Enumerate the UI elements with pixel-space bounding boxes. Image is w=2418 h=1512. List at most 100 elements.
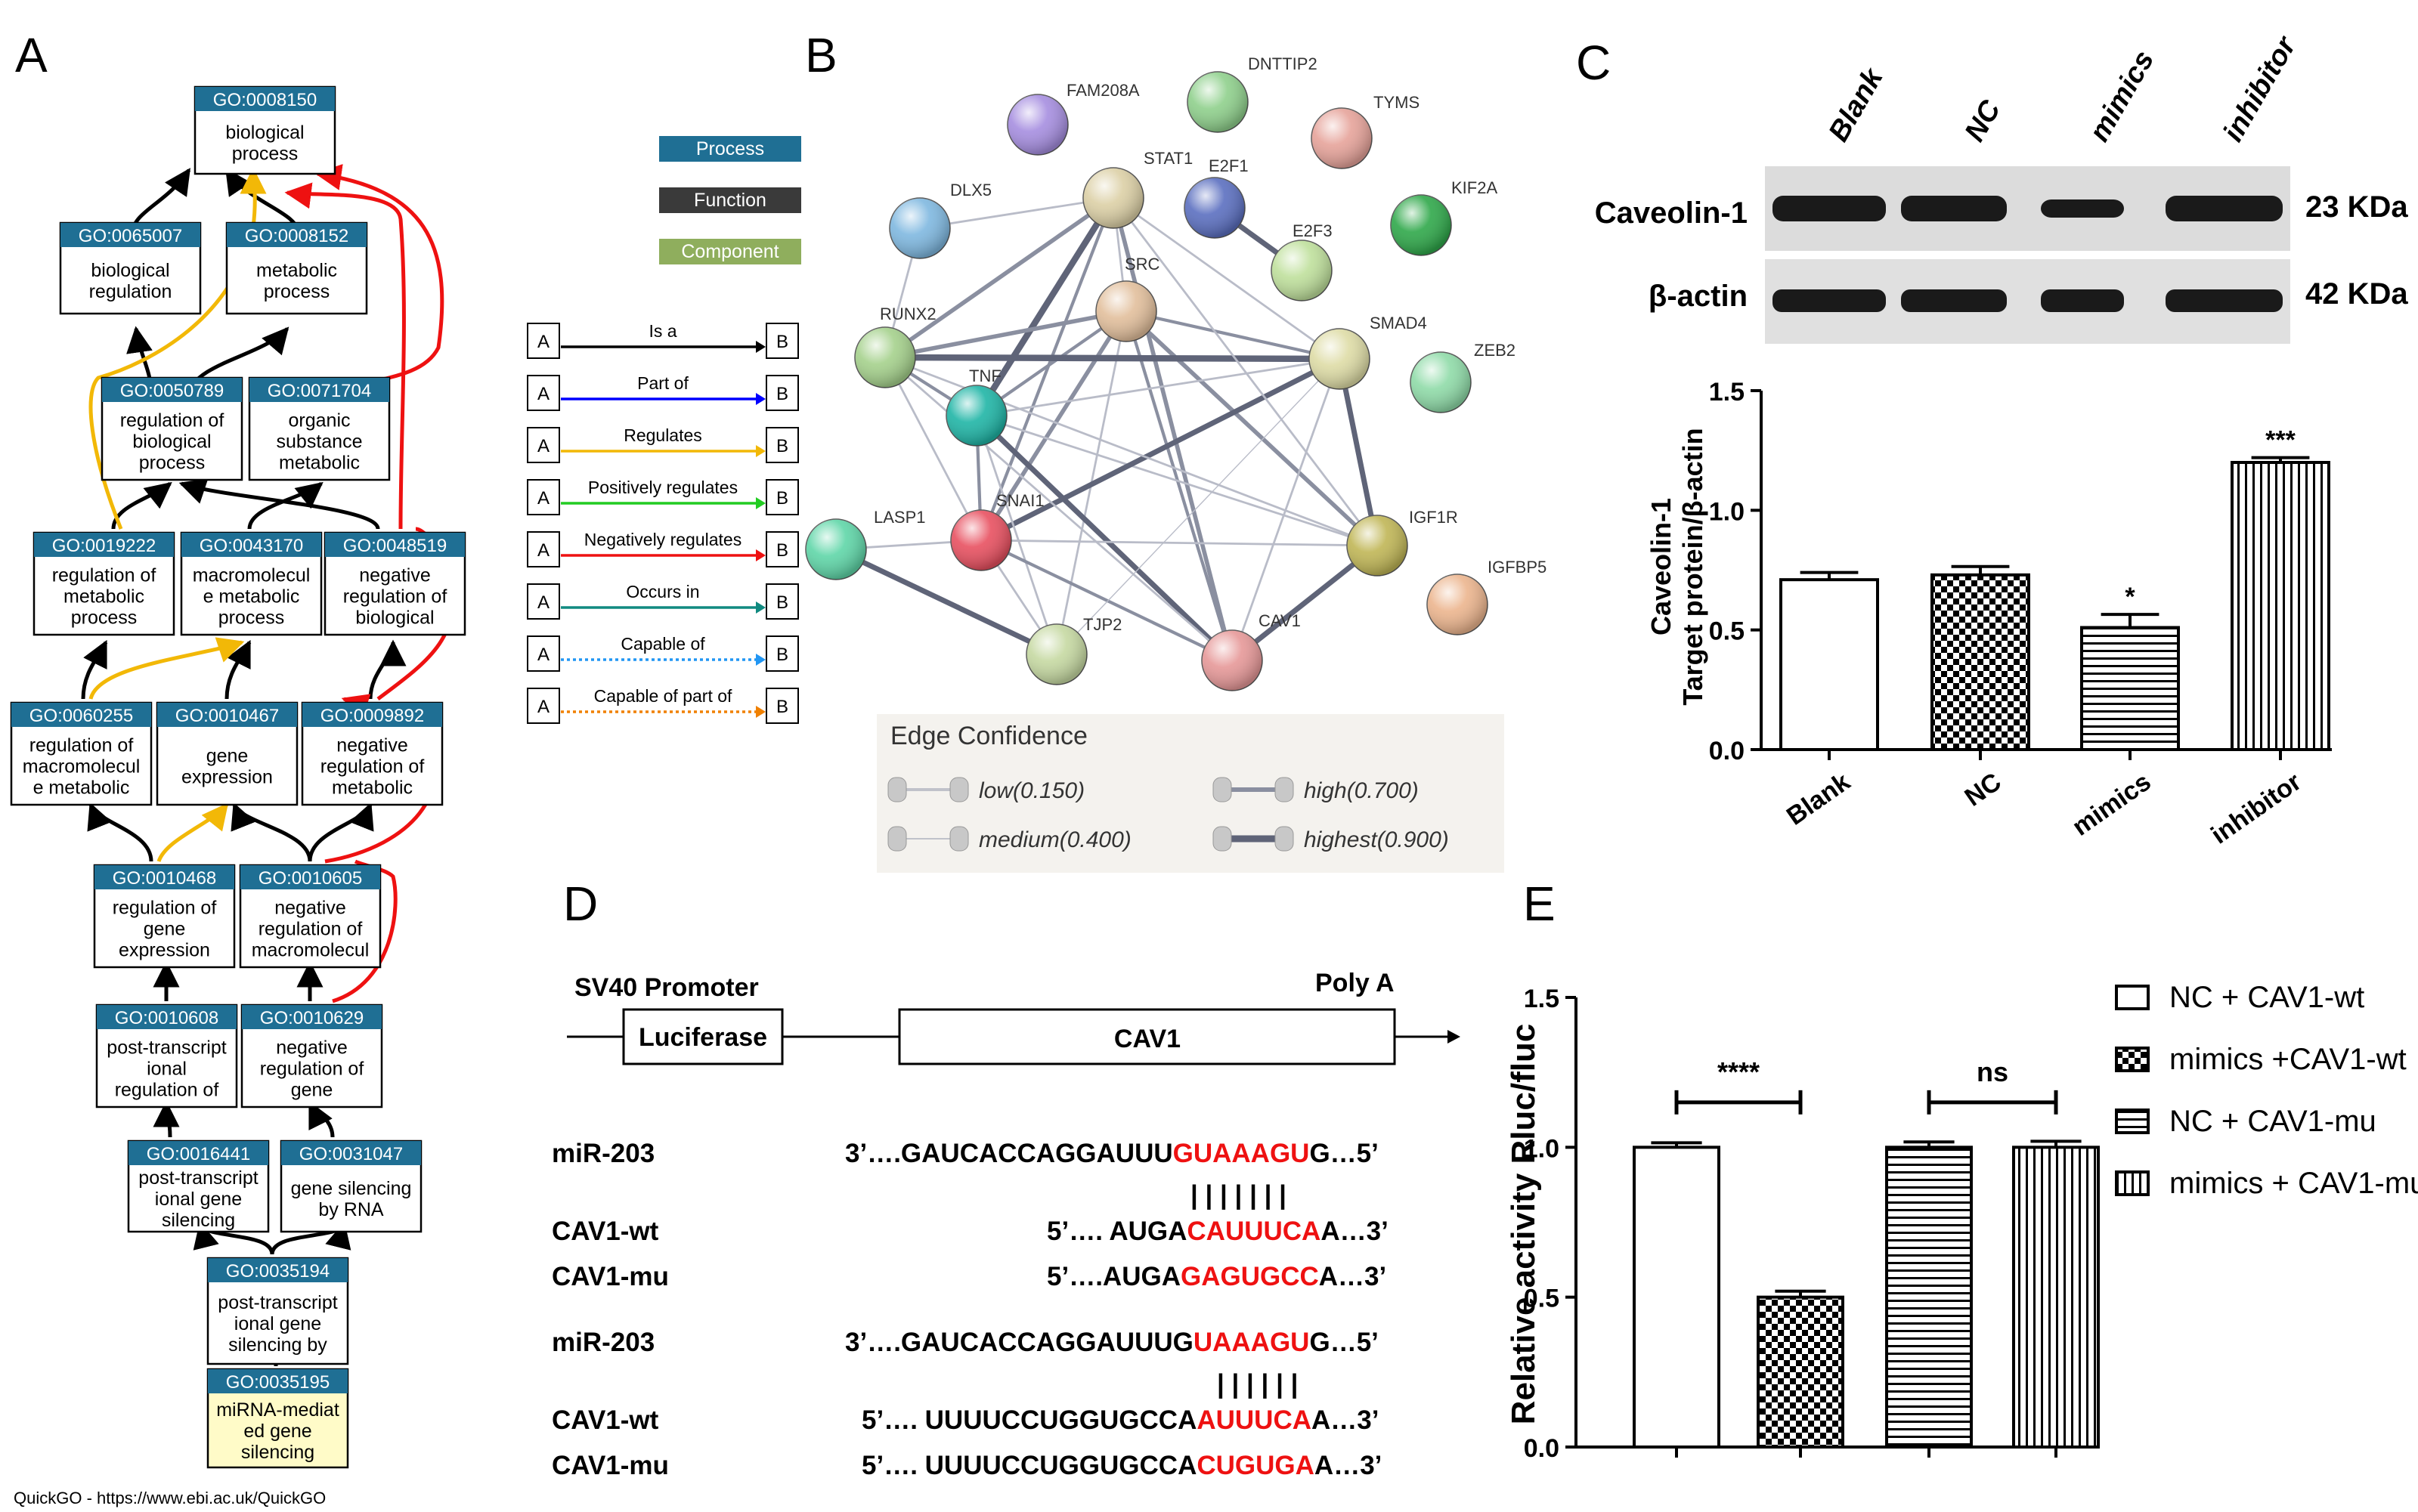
- actin-band: [2166, 289, 2283, 312]
- panel-b-letter: B: [805, 28, 837, 82]
- relation-label: Positively regulates: [588, 478, 738, 497]
- go-term-id: GO:0010629: [260, 1008, 364, 1028]
- relation-target-box: [766, 583, 799, 620]
- protein-node-label: ZEB2: [1474, 341, 1516, 360]
- protein-node-shine: [951, 510, 1011, 570]
- relation-target-label: B: [776, 488, 788, 509]
- protein-node-label: LASP1: [874, 508, 926, 527]
- bar: [1633, 1146, 1720, 1449]
- network-edge: [1112, 197, 1379, 546]
- go-term-id: GO:0071704: [268, 381, 371, 401]
- sv40-promoter-label: SV40 Promoter: [574, 973, 759, 1002]
- protein-node-shine: [1026, 624, 1087, 685]
- go-term-label: organic: [289, 410, 351, 431]
- relation-label: Regulates: [624, 425, 702, 445]
- go-term-header: [94, 865, 234, 889]
- go-term-label: regulation of: [120, 410, 224, 431]
- protein-node-label: TNF: [969, 366, 1002, 385]
- sequence-alignments: miR-203 3’….GAUCACCAGGAUUUGUAAAGUG…5’ | | …: [552, 1139, 1389, 1480]
- go-term-label: regulation of: [260, 1059, 364, 1080]
- go-term-label: metabolic: [256, 260, 337, 281]
- relation-source-box: [527, 531, 560, 567]
- relation-label: Capable of: [621, 634, 705, 654]
- y-tick-label: 0.0: [1524, 1434, 1559, 1463]
- sequence-seed: GUAAAGU: [1173, 1139, 1310, 1168]
- network-edge: [1111, 197, 1234, 661]
- go-term-header: [208, 1369, 348, 1393]
- protein-node-label: TJP2: [1083, 615, 1122, 634]
- go-term-label: by RNA: [318, 1199, 383, 1220]
- luciferase-label: Luciferase: [639, 1023, 767, 1052]
- sequence-row-label: CAV1-wt: [552, 1217, 659, 1246]
- go-term-label: regulation of: [115, 1080, 219, 1101]
- relation-arrowhead: [756, 549, 766, 561]
- network-edges: [834, 196, 1380, 663]
- edge-is-a: [111, 481, 172, 530]
- go-term-label: biological: [91, 260, 169, 281]
- protein-node-label: IGFBP5: [1488, 558, 1546, 577]
- relation-target-box: [766, 427, 799, 463]
- network-edge: [884, 354, 1340, 363]
- protein-node-shine: [855, 327, 915, 388]
- network-edge: [1113, 196, 1340, 360]
- caveolin-band: [2166, 196, 2283, 221]
- go-term-header: [11, 703, 151, 727]
- significance-label: ns: [1977, 1056, 2008, 1087]
- y-tick-label: 0.0: [1709, 737, 1745, 765]
- protein-node-e2f3: E2F3: [1271, 221, 1333, 301]
- polya-label: Poly A: [1315, 969, 1395, 997]
- relation-arrowhead: [756, 445, 766, 457]
- go-term-id: GO:0035194: [226, 1261, 330, 1282]
- go-term-label: ed gene: [243, 1421, 311, 1442]
- go-term-header: [60, 223, 200, 247]
- significance-marker: *: [2125, 583, 2135, 611]
- protein-node-shine: [1311, 108, 1372, 169]
- relation-target-box: [766, 375, 799, 411]
- network-edge: [974, 413, 1234, 663]
- relation-target-label: B: [776, 645, 788, 665]
- relation-target-box: [766, 531, 799, 567]
- go-term-header: [157, 703, 297, 727]
- y-tick-label: 1.0: [1524, 1134, 1559, 1163]
- sequence: 3’….GAUCACCAGGAUUUGUAAAGUG…5’: [845, 1139, 1379, 1168]
- go-term-label: e metabolic: [203, 586, 300, 608]
- protein-node-shine: [1008, 94, 1068, 155]
- protein-node-label: KIF2A: [1451, 178, 1497, 197]
- relation-target-box: [766, 688, 799, 724]
- base-pair-lines: | | | | | |: [1217, 1369, 1298, 1399]
- relation-arrowhead: [756, 706, 766, 718]
- relation-target-label: B: [776, 436, 788, 456]
- go-term-id: GO:0010608: [115, 1008, 218, 1028]
- legend-process-box: [659, 136, 801, 162]
- sequence-row-label: CAV1-wt: [552, 1405, 659, 1435]
- y-tick-label: 1.5: [1524, 985, 1559, 1013]
- network-edge: [976, 357, 1340, 417]
- relation-target-label: B: [776, 592, 788, 613]
- blot-size-label: 23 KDa: [2305, 190, 2408, 224]
- go-term-label: gene silencing: [291, 1178, 412, 1199]
- go-term-label: expression: [119, 940, 210, 961]
- go-term-label: regulation of: [113, 898, 217, 919]
- go-term-label: silencing: [162, 1210, 235, 1231]
- go-tree-edges: [81, 164, 454, 1366]
- sequence-row-label: miR-203: [552, 1328, 655, 1357]
- protein-node-tnf: TNF: [946, 366, 1008, 447]
- edge-is-a: [231, 802, 312, 862]
- go-term-label: gene: [291, 1080, 333, 1101]
- relation-source-box: [527, 583, 560, 620]
- cav1-box: [898, 1008, 1396, 1065]
- protein-node-zeb2: ZEB2: [1410, 341, 1516, 413]
- protein-node-fam208a: FAM208A: [1007, 81, 1140, 156]
- go-term-label: regulation of: [343, 586, 447, 608]
- blot-protein-label: Caveolin-1: [1595, 196, 1748, 230]
- relation-source-box: [527, 635, 560, 672]
- panel-d-constructs: D SV40 Promoter Poly A Luciferase CAV1 m…: [552, 877, 1460, 1480]
- confidence-node: [887, 826, 907, 852]
- edge-confidence-background: [877, 714, 1504, 873]
